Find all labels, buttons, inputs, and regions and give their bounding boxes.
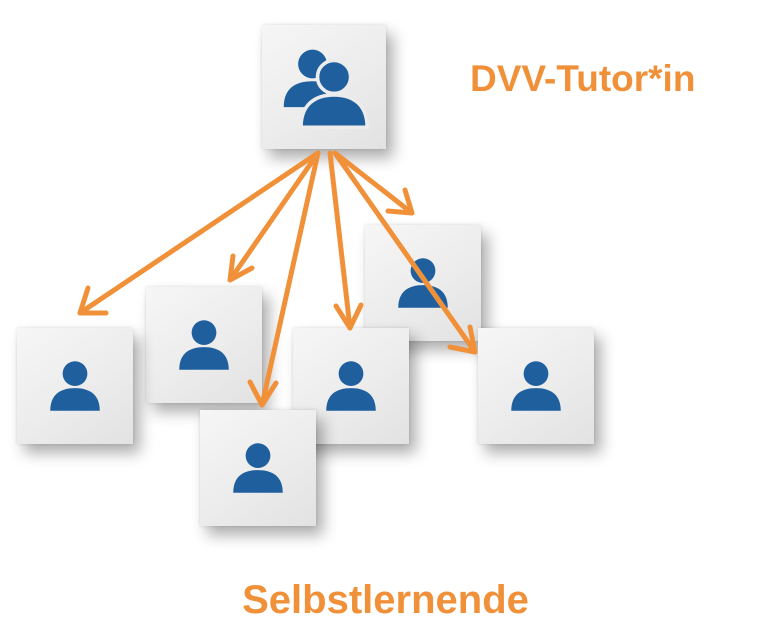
user-icon [326,361,376,411]
learner-tile-3 [200,410,316,526]
user-icon [511,361,561,411]
arrow-to-learner-4 [332,150,415,216]
arrowhead-learner-1 [77,285,109,316]
arrow-to-learner-2 [227,150,321,283]
learner-tile-1 [17,328,133,444]
arrowhead-learner-2 [227,253,255,283]
learner-tile-6 [478,328,594,444]
learners-label: Selbstlernende [242,578,529,622]
arrowhead-learner-4 [385,187,415,216]
arrow-to-learner-5 [327,150,353,331]
learner-tile-4 [365,225,481,341]
user-icon [179,320,229,370]
tutor-label: DVV-Tutor*in [470,58,696,99]
users-group-icon [283,49,369,130]
tutor-tile [262,25,386,149]
learner-tile-2 [146,287,262,403]
arrowhead-learner-5 [333,302,364,331]
user-icon [233,443,283,493]
user-icon [398,258,448,308]
user-icon [50,361,100,411]
